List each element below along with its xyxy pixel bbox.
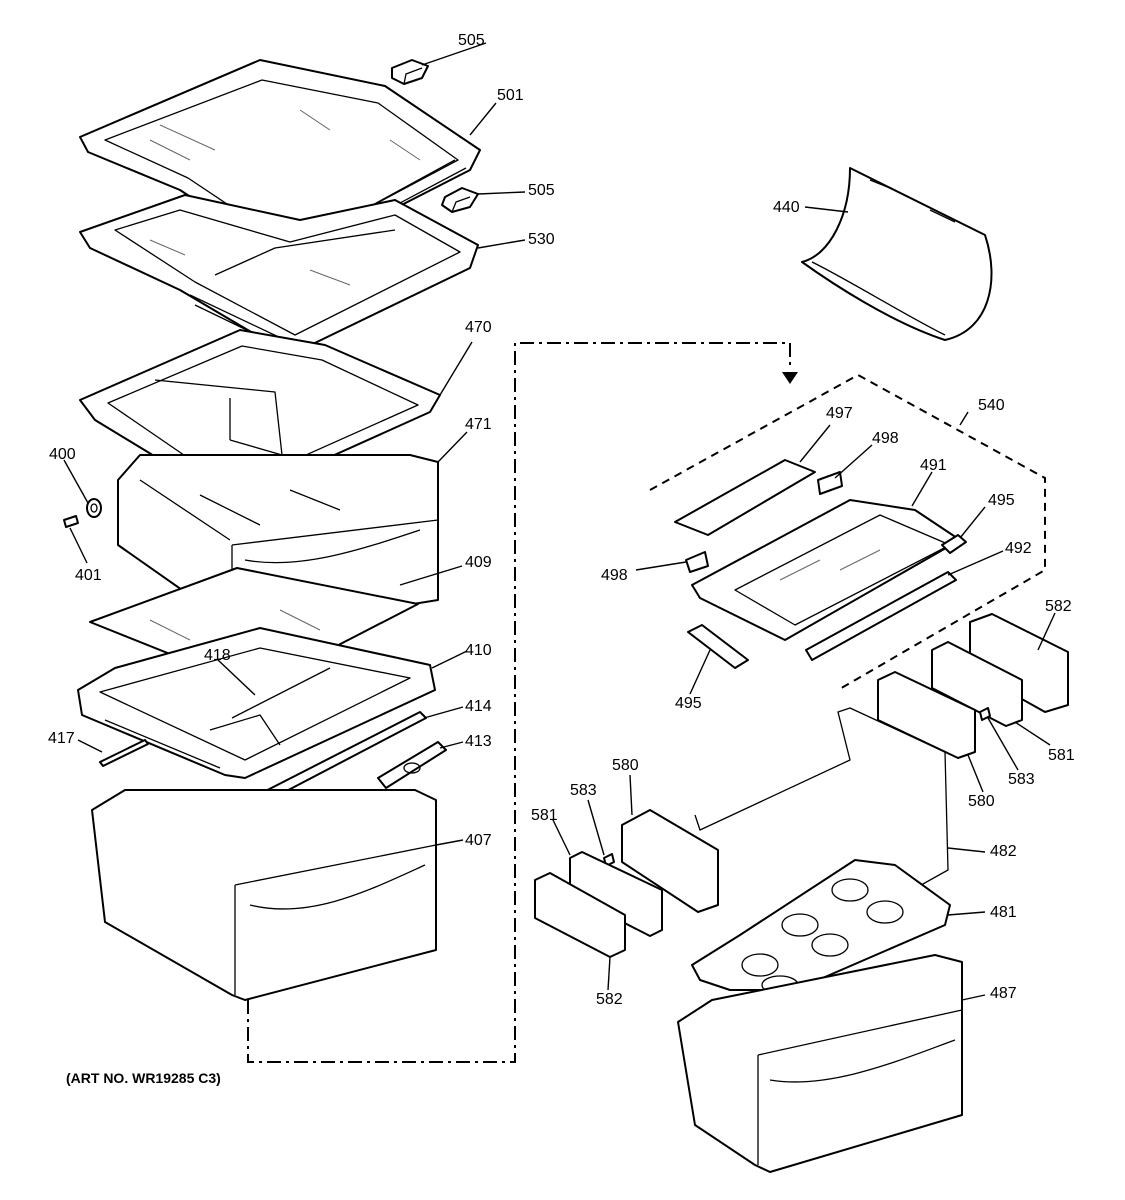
part-wire-482 (694, 707, 949, 976)
part-tube-413 (377, 741, 447, 789)
label-487: 487 (990, 985, 1017, 1002)
part-rod-418 (231, 667, 331, 719)
part-bracket-581-right (931, 641, 1023, 727)
art-number: (ART NO. WR19285 C3) (66, 1070, 221, 1086)
label-401: 401 (75, 567, 102, 584)
label-470: 470 (465, 319, 492, 336)
part-clip-505-top (391, 59, 429, 85)
label-495-left: 495 (675, 695, 702, 712)
label-498-right: 498 (872, 430, 899, 447)
part-clip-505-mid (441, 187, 479, 213)
label-418: 418 (204, 647, 231, 664)
label-471: 471 (465, 416, 492, 433)
leader-lines (63, 42, 1056, 1001)
label-400: 400 (49, 446, 76, 463)
part-rail-492 (805, 571, 957, 661)
label-505-top: 505 (458, 32, 485, 49)
label-495-right: 495 (988, 492, 1015, 509)
part-rail-495-right (941, 534, 967, 554)
label-580-right: 580 (968, 793, 995, 810)
label-497: 497 (826, 405, 853, 422)
part-bar-497 (674, 459, 816, 536)
routing-line (247, 342, 798, 1063)
part-rod-417 (99, 739, 149, 767)
label-583-left: 583 (570, 782, 597, 799)
label-481: 481 (990, 904, 1017, 921)
part-clip-498-left (685, 551, 709, 573)
part-cover-440 (801, 167, 993, 341)
label-410: 410 (465, 642, 492, 659)
part-drawer-487 (677, 954, 963, 1173)
label-530: 530 (528, 231, 555, 248)
part-bracket-582-left (534, 872, 626, 958)
part-frame-410 (77, 627, 436, 779)
label-482: 482 (990, 843, 1017, 860)
label-582-left: 582 (596, 991, 623, 1008)
label-540: 540 (978, 397, 1005, 414)
label-414: 414 (465, 698, 492, 715)
part-bracket-580-left (621, 809, 719, 913)
label-582-right: 582 (1045, 598, 1072, 615)
label-440: 440 (773, 199, 800, 216)
part-rail-495-left (687, 624, 749, 669)
label-505-mid: 505 (528, 182, 555, 199)
label-413: 413 (465, 733, 492, 750)
label-581-right: 581 (1048, 747, 1075, 764)
group-outline-540 (649, 373, 1046, 691)
label-581-left: 581 (531, 807, 558, 824)
label-491: 491 (920, 457, 947, 474)
label-409: 409 (465, 554, 492, 571)
part-screw-583-right (979, 707, 991, 721)
label-492: 492 (1005, 540, 1032, 557)
label-501: 501 (497, 87, 524, 104)
label-417: 417 (48, 730, 75, 747)
part-screw-401 (63, 515, 79, 528)
part-shelf-frame-530 (79, 194, 479, 356)
label-583-right: 583 (1008, 771, 1035, 788)
part-egg-tray-481 (691, 859, 951, 995)
label-407: 407 (465, 832, 492, 849)
label-498-left: 498 (601, 567, 628, 584)
label-580-left: 580 (612, 757, 639, 774)
part-bracket-580-right (877, 671, 976, 759)
part-drawer-407 (91, 789, 437, 1001)
part-labels: 505 501 505 530 440 470 540 497 498 491 … (48, 32, 1075, 1008)
part-wheel-400 (86, 498, 102, 518)
